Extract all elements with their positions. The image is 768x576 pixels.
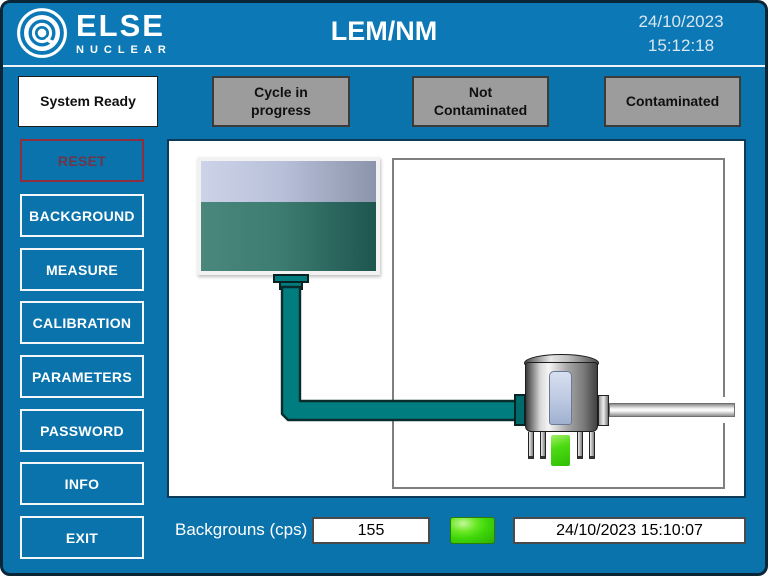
feed-tank-headspace bbox=[201, 161, 376, 202]
background-cps-value: 155 bbox=[312, 517, 430, 544]
outlet-flange bbox=[598, 395, 609, 426]
status-lamp-cycle-in-progress: Cycle in progress bbox=[212, 76, 350, 127]
detector-leg bbox=[577, 432, 583, 459]
background-timestamp: 24/10/2023 15:10:07 bbox=[513, 517, 746, 544]
info-button[interactable]: INFO bbox=[20, 462, 144, 505]
header-date: 24/10/2023 bbox=[638, 12, 724, 31]
detector-status-indicator bbox=[551, 435, 570, 466]
logo-brand-text: ELSE bbox=[76, 8, 165, 43]
header-time: 15:12:18 bbox=[647, 36, 715, 56]
page-title: LEM/NM bbox=[330, 16, 438, 46]
process-diagram-panel bbox=[167, 139, 746, 498]
detector-window bbox=[549, 371, 572, 425]
header-bar: ELSE NUCLEAR LEM/NM 24/10/2023 15:12:18 bbox=[3, 3, 765, 65]
exit-button[interactable]: EXIT bbox=[20, 516, 144, 559]
detector-leg bbox=[589, 432, 595, 459]
feed-tank-liquid-level bbox=[201, 202, 376, 271]
background-button[interactable]: BACKGROUND bbox=[20, 194, 144, 237]
reset-button[interactable]: RESET bbox=[20, 139, 144, 182]
outlet-pipe bbox=[609, 403, 735, 417]
else-nuclear-logo: ELSE NUCLEAR bbox=[15, 6, 172, 60]
header-separator bbox=[3, 65, 765, 67]
detector-leg bbox=[540, 432, 546, 459]
logo-sub-text: NUCLEAR bbox=[76, 44, 172, 56]
password-button[interactable]: PASSWORD bbox=[20, 409, 144, 452]
status-lamp-system-ready: System Ready bbox=[18, 76, 158, 127]
logo-swirl-icon bbox=[17, 8, 67, 58]
detector-leg bbox=[528, 432, 534, 459]
background-cps-label: Backgrouns (cps) bbox=[175, 520, 308, 539]
calibration-button[interactable]: CALIBRATION bbox=[20, 301, 144, 344]
header-datetime: 24/10/2023 15:12:18 bbox=[615, 10, 747, 58]
status-lamp-not-contaminated: Not Contaminated bbox=[412, 76, 549, 127]
measure-chamber-outline bbox=[392, 158, 725, 489]
drain-pipe bbox=[273, 274, 526, 426]
status-lamp-contaminated: Contaminated bbox=[604, 76, 741, 127]
feed-tank bbox=[197, 157, 380, 275]
background-status-led bbox=[450, 517, 495, 544]
measure-button[interactable]: MEASURE bbox=[20, 248, 144, 291]
parameters-button[interactable]: PARAMETERS bbox=[20, 355, 144, 398]
